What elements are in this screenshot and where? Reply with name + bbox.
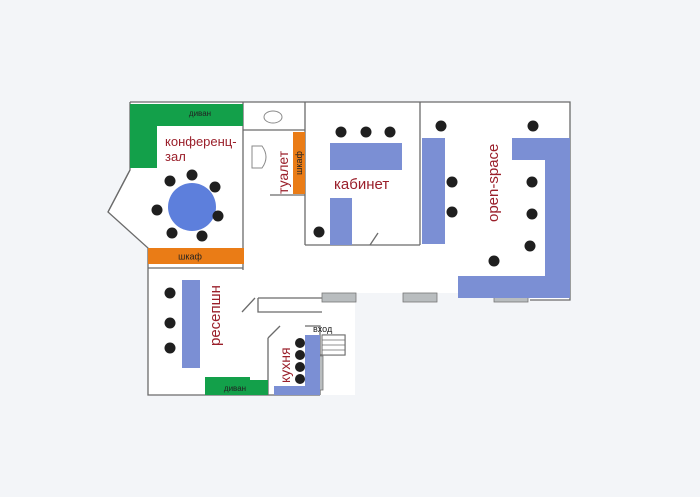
sofa-top: диван [130,104,243,168]
entrance-label: вход [313,324,333,334]
chair [313,226,325,238]
conference-table-group [151,169,224,242]
entrance-stairs: вход [313,324,346,356]
toilet-label: туалет [275,150,291,194]
sofa-bottom-label: диван [224,384,246,393]
chair [527,120,539,132]
open-space-desks [422,120,570,298]
window [321,292,357,303]
wardrobe-toilet: шкаф [293,132,305,194]
desk [330,143,402,170]
chair [151,204,163,216]
chair [524,240,536,252]
office-desks [313,126,402,245]
sink [263,110,283,124]
chair [186,169,198,181]
desk [182,280,200,368]
chair [164,317,176,329]
office-label: кабинет [334,176,389,193]
chair [384,126,396,138]
chair [526,208,538,220]
chair [166,227,178,239]
wardrobe-hall-label: шкаф [178,252,202,262]
kitchen-label: кухня [277,347,293,383]
chair [209,181,221,193]
chair [212,210,224,222]
sofa-top-label: диван [189,109,211,118]
chair [446,176,458,188]
chair [526,176,538,188]
chair [295,374,305,384]
kitchen-counter [305,335,320,393]
chair [295,338,305,348]
sofa-bottom: диван [205,377,268,395]
kitchen-counter [274,386,320,395]
chair [295,362,305,372]
open-space-label: open-space [485,144,502,222]
kitchen-furniture [274,335,320,395]
desk [330,198,352,245]
chair [164,342,176,354]
room-labels: конференц- зал туалет кабинет open-space… [165,134,502,383]
wardrobe-toilet-label: шкаф [294,151,304,175]
chair [295,350,305,360]
conference-room-label: конференц- зал [165,134,240,164]
window [402,292,438,303]
chair [164,175,176,187]
toilet-fixtures [251,110,283,169]
toilet-bowl [251,145,267,169]
chair [335,126,347,138]
chair [196,230,208,242]
desk [422,138,445,244]
chair [360,126,372,138]
chair [488,255,500,267]
chair [435,120,447,132]
conference-table [168,183,216,231]
desk [458,138,570,298]
chair [164,287,176,299]
floor-area [108,102,570,395]
reception-desk-group [164,280,200,368]
wardrobe-hall: шкаф [148,248,244,264]
reception-label: ресепшн [207,285,224,346]
chair [446,206,458,218]
